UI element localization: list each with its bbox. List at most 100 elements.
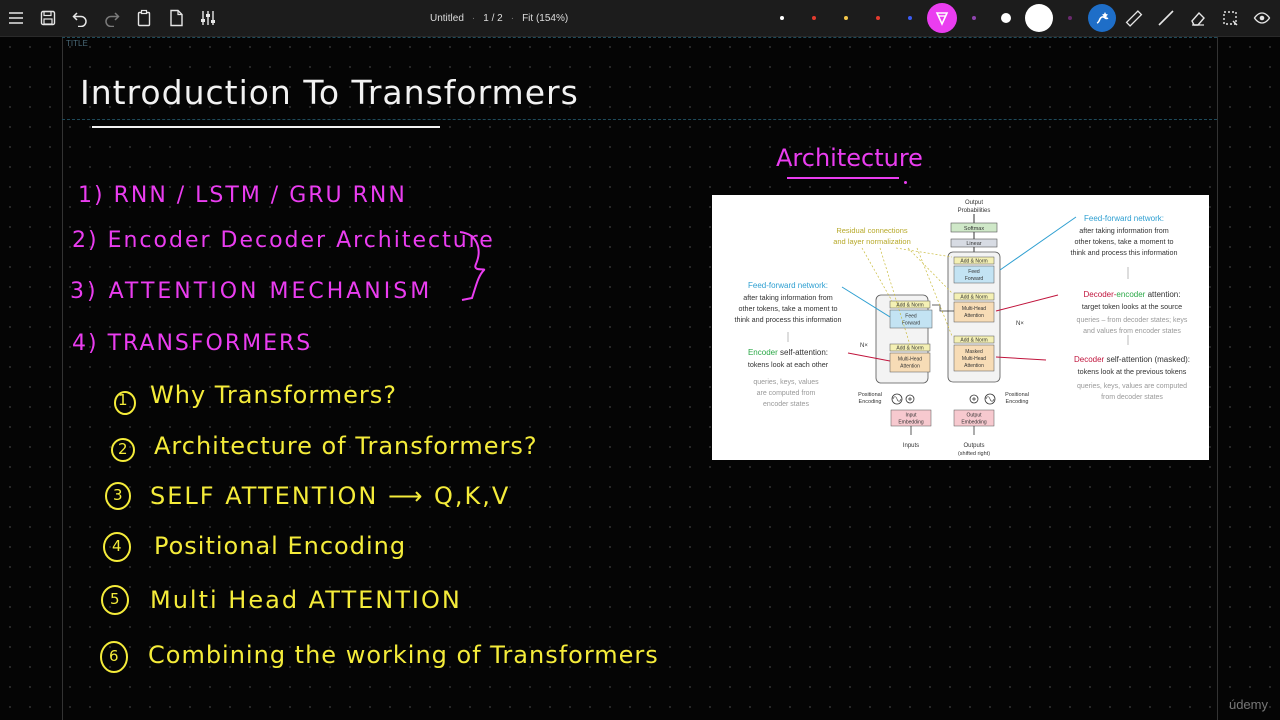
subtopic-6-number: 6 xyxy=(109,647,119,665)
color-swatch-blue[interactable] xyxy=(908,16,912,20)
fig-dec-mha-label-1: Multi-Head xyxy=(962,306,986,312)
fig-dec-masked-label-3: Attention xyxy=(964,363,984,369)
fig-shifted-right-label: (shifted right) xyxy=(958,451,990,457)
fig-enc-ff-label-1: Feed xyxy=(905,314,917,320)
menu-icon[interactable] xyxy=(4,6,28,30)
save-icon[interactable] xyxy=(36,6,60,30)
fig-dec-enc-body: target token looks at the source xyxy=(1082,302,1182,311)
subtopic-1-circle xyxy=(114,391,136,415)
fig-ffn-right-body-2: other tokens, take a moment to xyxy=(1074,237,1173,246)
page-indicator[interactable]: 1 / 2 xyxy=(483,12,503,24)
fig-linear-label: Linear xyxy=(966,241,981,247)
fig-dec-enc-note-1: queries – from decoder states; keys xyxy=(1077,317,1188,324)
color-swatch-yellow[interactable] xyxy=(844,16,848,20)
clipboard-icon[interactable] xyxy=(132,6,156,30)
active-pen-color-button[interactable] xyxy=(927,3,957,33)
color-swatch-white[interactable] xyxy=(780,16,784,20)
view-icon[interactable] xyxy=(1250,6,1274,30)
undo-icon[interactable] xyxy=(68,6,92,30)
pen-tip-icon xyxy=(935,12,949,26)
fig-enc-posenc-label-1: Positional xyxy=(858,392,882,398)
fig-dec-masked-label-2: Multi-Head xyxy=(962,356,986,362)
fig-dec-mha-label-2: Attention xyxy=(964,313,984,319)
subtopic-5-circle xyxy=(101,585,129,615)
document-title[interactable]: Untitled xyxy=(430,12,464,24)
fig-dec-posenc-label-1: Positional xyxy=(1005,392,1029,398)
fig-dec-self-note-2: from decoder states xyxy=(1101,394,1163,401)
line-tool-icon[interactable] xyxy=(1154,6,1178,30)
fig-dec-addnorm-1: Add & Norm xyxy=(960,259,987,265)
color-swatch-red[interactable] xyxy=(812,16,816,20)
title-region-label: TITLE xyxy=(66,39,88,48)
fig-ffn-left-title: Feed-forward network: xyxy=(748,281,828,290)
fig-ffn-right-title: Feed-forward network: xyxy=(1084,214,1164,223)
fig-output-embedding-2: Embedding xyxy=(961,420,987,426)
page-border-right xyxy=(1217,37,1218,720)
fig-output-probabilities-1: Output xyxy=(965,200,983,206)
fig-outputs-label: Outputs xyxy=(963,443,984,449)
fig-dec-addnorm-3: Add & Norm xyxy=(960,338,987,344)
fig-dec-ff-label-2: Forward xyxy=(965,276,984,282)
outline-brace xyxy=(459,231,486,301)
subtopic-3-number: 3 xyxy=(113,486,123,504)
subtopic-5-number: 5 xyxy=(110,590,120,608)
redo-icon[interactable] xyxy=(100,6,124,30)
fig-enc-nx: N× xyxy=(860,343,868,349)
color-swatch-red-2[interactable] xyxy=(876,16,880,20)
new-page-icon[interactable] xyxy=(164,6,188,30)
outline-item-4: 4) TRANSFORMERS xyxy=(72,331,313,356)
fig-dec-ff-label-1: Feed xyxy=(968,269,980,275)
subtopic-2-circle xyxy=(111,438,135,462)
fig-ffn-left-body-3: think and process this information xyxy=(734,315,841,324)
pen-tool-button[interactable] xyxy=(1088,4,1116,32)
fig-dec-posenc-label-2: Encoding xyxy=(1006,399,1029,405)
eraser-icon[interactable] xyxy=(1186,6,1210,30)
ruler-icon[interactable] xyxy=(1122,6,1146,30)
fig-enc-addnorm-2: Add & Norm xyxy=(896,346,923,352)
fig-enc-self-note-2: are computed from xyxy=(757,390,816,397)
subtopic-5-text: Multi Head ATTENTION xyxy=(150,586,462,614)
fig-dec-self-title: Decoder self-attention (masked): xyxy=(1074,355,1190,364)
subtopic-1-text: Why Transformers? xyxy=(150,381,398,409)
fig-ffn-right-body-3: think and process this information xyxy=(1070,248,1177,257)
fig-enc-self-body: tokens look at each other xyxy=(748,360,829,369)
fig-inputs-label: Inputs xyxy=(903,443,919,449)
fig-ffn-right-body-1: after taking information from xyxy=(1079,226,1168,235)
architecture-dot xyxy=(904,181,907,184)
zoom-level[interactable]: Fit (154%) xyxy=(522,12,569,24)
fig-input-embedding-1: Input xyxy=(905,413,917,419)
fig-dec-self-body: tokens look at the previous tokens xyxy=(1078,367,1187,376)
subtopic-2-number: 2 xyxy=(118,440,128,458)
page-border-left xyxy=(62,37,63,720)
color-swatch-dark-magenta[interactable] xyxy=(1068,16,1072,20)
outline-item-3: 3) ATTENTION MECHANISM xyxy=(70,279,433,304)
architecture-heading: Architecture xyxy=(776,144,923,172)
fig-enc-self-note-3: encoder states xyxy=(763,401,809,408)
page-title: Introduction To Transformers xyxy=(80,73,579,112)
fig-enc-ff-label-2: Forward xyxy=(902,321,921,327)
fig-residual-title-1: Residual connections xyxy=(836,226,908,235)
udemy-watermark: údemy xyxy=(1228,697,1268,712)
transformer-architecture-figure[interactable]: Output Probabilities Softmax Linear Add … xyxy=(712,195,1209,460)
title-underline xyxy=(92,126,440,128)
subtopic-4-circle xyxy=(103,532,131,562)
architecture-underline xyxy=(787,177,899,179)
fig-enc-mha-label-1: Multi-Head xyxy=(898,357,922,363)
fig-dec-enc-title: Decoder-encoder attention: xyxy=(1084,290,1181,299)
subtopic-6-text: Combining the working of Transformers xyxy=(148,641,659,669)
subtopic-1-number: 1 xyxy=(118,391,128,409)
top-toolbar: Untitled · 1 / 2 · Fit (154%) xyxy=(0,0,1280,37)
outline-item-2: 2) Encoder Decoder Architecture xyxy=(72,228,495,253)
stroke-size-medium[interactable] xyxy=(1001,13,1011,23)
color-swatch-purple[interactable] xyxy=(972,16,976,20)
pen-tool-icon xyxy=(1096,12,1109,24)
subtopic-6-circle xyxy=(100,641,128,673)
stroke-size-large[interactable] xyxy=(1025,4,1053,32)
fig-enc-self-title: Encoder self-attention: xyxy=(748,348,828,357)
fig-ffn-left-body-1: after taking information from xyxy=(743,293,832,302)
fig-dec-nx: N× xyxy=(1016,321,1024,327)
fig-dec-self-note-1: queries, keys, values are computed xyxy=(1077,383,1187,390)
lasso-select-icon[interactable] xyxy=(1218,6,1242,30)
outline-item-1: 1) RNN / LSTM / GRU RNN xyxy=(78,183,407,208)
adjust-icon[interactable] xyxy=(196,6,220,30)
